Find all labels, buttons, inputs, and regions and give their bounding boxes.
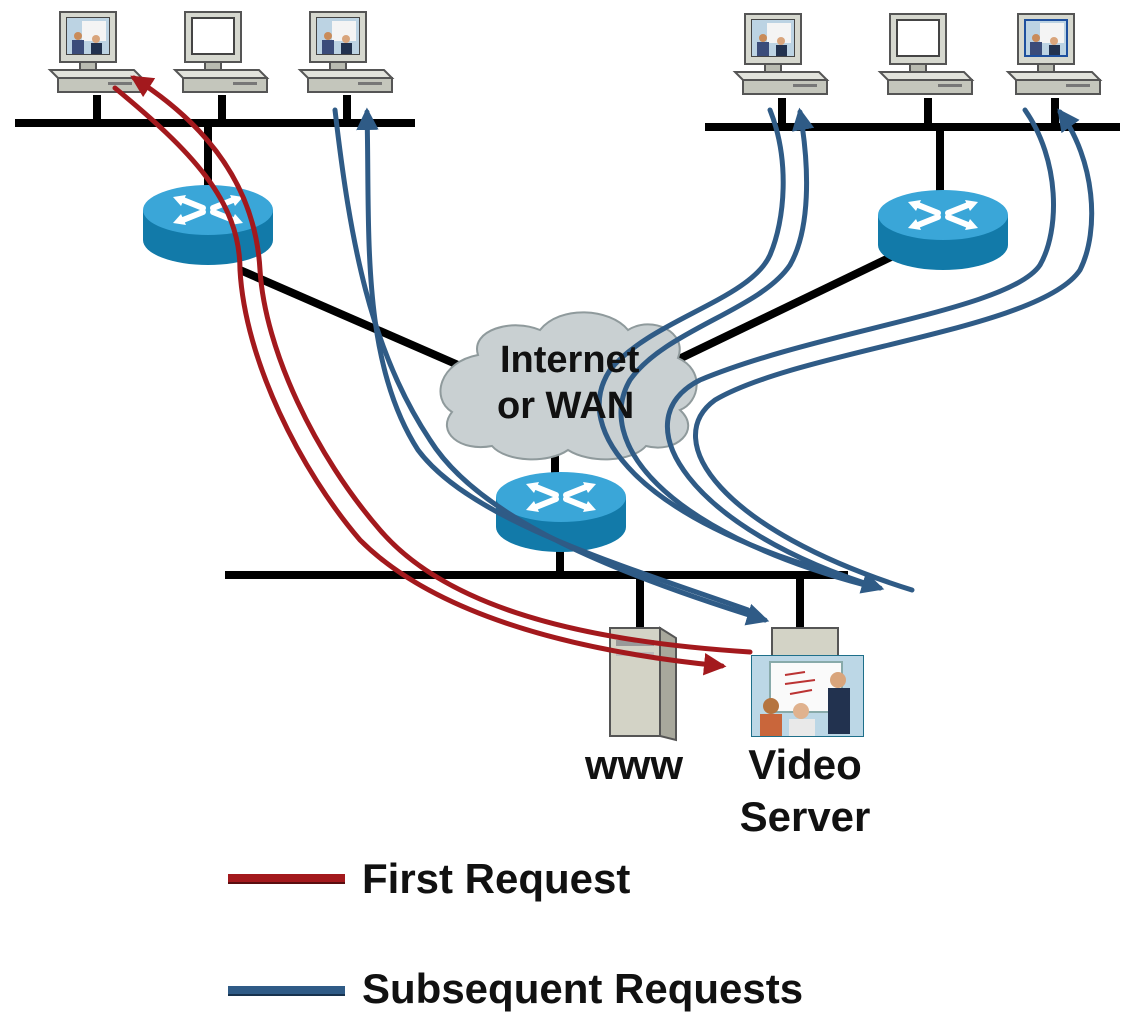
legend-first-swatch	[228, 874, 345, 884]
desktop-computer-icon	[1007, 13, 1101, 95]
legend-first-label: First Request	[362, 855, 631, 902]
desktop-computer-icon	[299, 11, 393, 93]
cloud-label-line1: Internet	[500, 339, 640, 381]
presentation-video-icon	[751, 655, 864, 737]
desktop-computer-icon	[49, 11, 143, 93]
desktop-computer-icon	[174, 11, 268, 93]
www-server-label: www	[585, 741, 684, 788]
server-tower-icon	[609, 626, 677, 742]
legend-subsequent-swatch	[228, 986, 345, 996]
first-request-flow	[112, 75, 753, 676]
desktop-computer-icon	[734, 13, 828, 95]
legend-subsequent-label: Subsequent Requests	[362, 965, 804, 1012]
router-icon	[878, 190, 1008, 270]
desktop-computer-icon	[879, 13, 973, 95]
video-server-label-line1: Video	[748, 741, 862, 788]
cloud-label-line2: or WAN	[497, 385, 635, 427]
link-left-router-cloud	[238, 266, 467, 372]
server-tower-icon	[771, 627, 839, 659]
link-right-router-cloud	[650, 251, 897, 376]
subsequent-request-flows	[332, 107, 1095, 626]
video-server-label-line2: Server	[739, 793, 871, 840]
